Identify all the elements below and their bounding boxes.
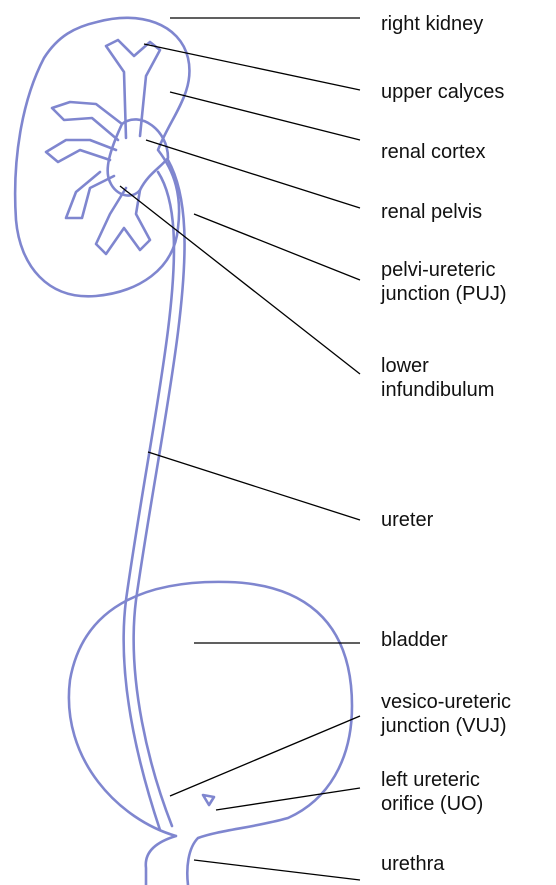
leader-renal-cortex (170, 92, 360, 140)
leader-upper-calyces (144, 44, 360, 90)
lower-calyx (96, 188, 150, 254)
label-renal-cortex: renal cortex (381, 140, 486, 164)
label-right-kidney: right kidney (381, 12, 483, 36)
leader-ureter (148, 452, 360, 520)
label-vuj: vesico-ureteric junction (VUJ) (381, 690, 511, 738)
bladder-outline (69, 582, 352, 885)
left-upper-calyx (52, 102, 122, 140)
left-middle-calyx (46, 140, 116, 162)
left-lower-calyx (66, 172, 114, 218)
leader-left-ureteric-orifice (216, 788, 360, 810)
leader-vuj (170, 716, 360, 796)
label-bladder: bladder (381, 628, 448, 652)
ureter-left-wall (124, 172, 174, 830)
label-ureter: ureter (381, 508, 433, 532)
renal-pelvis-shape (108, 119, 168, 195)
label-upper-calyces: upper calyces (381, 80, 504, 104)
left-ureteric-orifice-shape (203, 795, 214, 805)
leader-lower-infundibulum (120, 186, 360, 374)
upper-calyx (106, 40, 160, 138)
label-puj: pelvi-ureteric junction (PUJ) (381, 258, 507, 306)
label-lower-infundibulum: lower infundibulum (381, 354, 494, 402)
label-urethra: urethra (381, 852, 444, 876)
leader-puj (194, 214, 360, 280)
leader-urethra (194, 860, 360, 880)
label-left-ureteric-orifice: left ureteric orifice (UO) (381, 768, 483, 816)
label-renal-pelvis: renal pelvis (381, 200, 482, 224)
